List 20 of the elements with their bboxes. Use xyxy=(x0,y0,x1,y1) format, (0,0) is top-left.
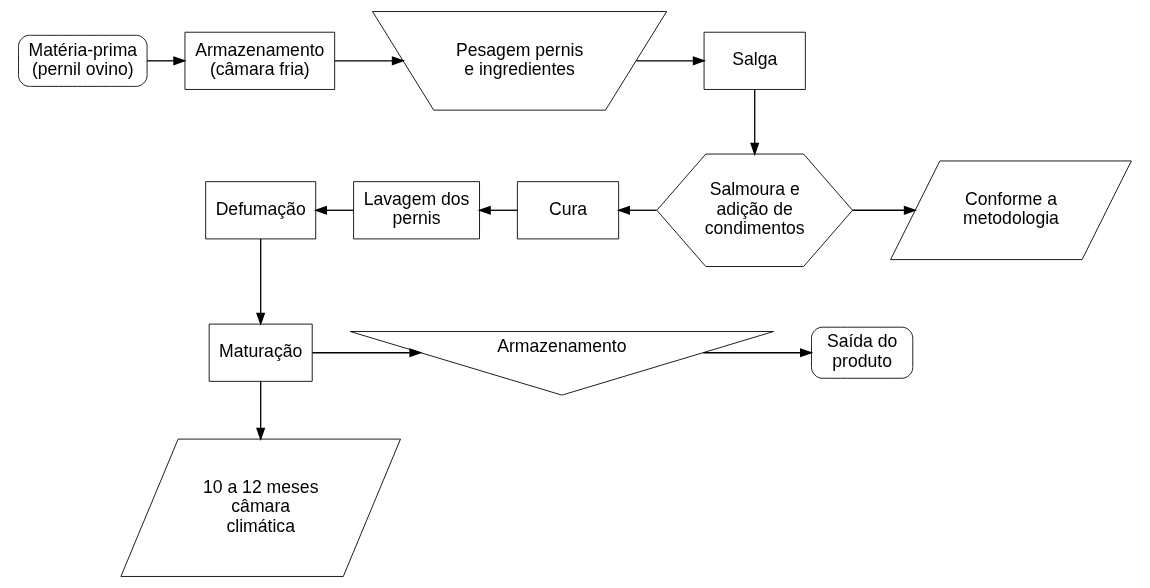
node-box: Matéria-prima (pernil ovino) xyxy=(18,34,148,87)
arrow xyxy=(635,56,707,66)
node-box: Defumação xyxy=(205,181,317,240)
node-box: Armazenamento (câmara fria) xyxy=(184,31,336,90)
node-box: Saída do produto xyxy=(811,326,914,379)
arrow xyxy=(334,56,406,66)
arrow xyxy=(256,380,266,441)
arrow xyxy=(616,205,658,215)
arrow xyxy=(311,348,423,358)
arrow xyxy=(477,205,518,215)
node-box: Cura xyxy=(516,181,620,240)
arrow xyxy=(256,238,266,326)
arrow xyxy=(146,56,187,66)
node-box: Lavagem dos pernis xyxy=(353,181,480,240)
arrow xyxy=(702,348,814,358)
arrow xyxy=(750,88,760,156)
arrow xyxy=(851,205,918,215)
arrow xyxy=(313,205,355,215)
node-box: Maturação xyxy=(208,323,313,382)
node-box: Salga xyxy=(703,31,806,90)
